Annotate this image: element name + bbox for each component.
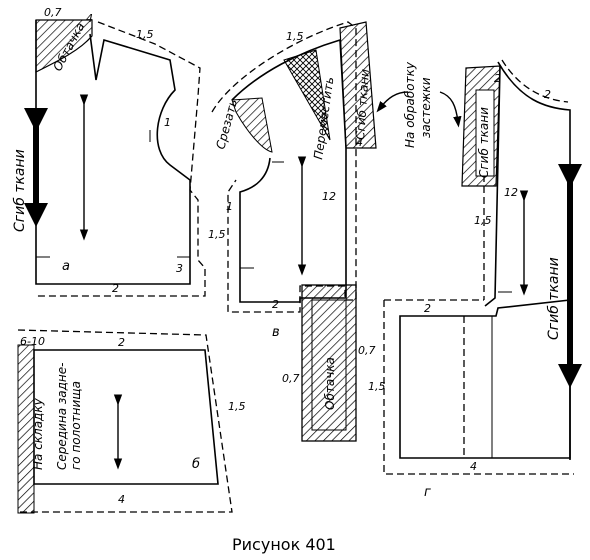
piece-g-allowance-5: 1,5 [368,380,386,393]
annotation-arrow-left [376,91,409,113]
piece-g-allowance-2: 1,5 [474,214,492,227]
piece-a-letter: а [62,259,70,274]
placket-annotation: На обработку застежки [376,61,462,148]
piece-g-skirt-outline [399,299,571,459]
piece-g-letter: г [424,485,431,500]
piece-b-fold-label: На складку [31,397,45,470]
piece-g-bodice-allowance [501,59,569,103]
piece-b-fold-strip [17,344,35,514]
piece-g-allowance-0: 2 [494,72,501,85]
piece-g-allowance-1: 2 [544,88,551,101]
piece-b: На складку Середина задне- го полотнища … [17,329,246,514]
piece-g-skirt-allowance [383,299,574,475]
piece-b-allowance-2: 1,5 [228,400,246,413]
annotation-arrow-right [439,91,462,128]
piece-g-allowance-3: 12 [504,186,518,199]
piece-v: Срезать Переместить Сгиб ткани Обтачка 1… [211,21,377,442]
piece-v-facing [301,284,357,442]
piece-a-allowance-2: 1,5 [136,28,154,41]
piece-g-bodice-outline [484,61,571,460]
piece-a-allowance-0: 0,7 [44,6,62,19]
figure-caption: Рисунок 401 [232,535,336,554]
piece-b-letter: б [192,457,200,472]
piece-v-cut-wedge [231,97,273,153]
piece-v-allowance-line [211,21,357,313]
piece-v-allowance-0: 1,5 [286,30,304,43]
piece-b-center-label-2: го полотнища [69,381,83,470]
piece-v-allowance-3: 12 [322,190,336,203]
piece-v-allowance-4: 2 [272,298,279,311]
piece-g-fold-label-top: Сгиб ткани [477,107,491,178]
piece-a-allowance-4: 1,5 [208,228,226,241]
piece-v-fold-column [339,21,377,149]
piece-b-allowance-line [17,329,233,513]
piece-g-allowance-6: 4 [470,460,477,473]
piece-g-fold-inner [475,89,495,177]
piece-v-letter: в [272,325,280,340]
piece-a-outline [35,20,191,285]
piece-a-allowance-3: 1 [164,116,171,129]
piece-a-allowance-5: 3 [176,262,183,275]
piece-a-allowance-line [36,21,206,297]
piece-a-allowance-6: 2 [112,282,119,295]
piece-v-allowance-6: 0,7 [282,372,300,385]
piece-v-allowance-1: 1 [226,200,233,213]
piece-g-allowance-4: 2 [424,302,431,315]
piece-v-move-wedge [283,49,331,141]
piece-a-fold-label: Сгиб ткани [12,149,28,232]
piece-g: Сгиб ткани Сгиб ткани 2 2 1,5 12 2 1,5 4… [368,59,582,500]
piece-a: Сгиб ткани Обтачка 0,7 4 1,5 1 1,5 3 2 а [12,6,226,297]
piece-v-cut-label: Срезать [213,98,240,151]
annotation-line-1: На обработку [403,61,417,148]
piece-v-facing-label: Обтачка [323,357,337,410]
piece-v-facing-inner [311,299,347,431]
piece-b-allowance-1: 2 [118,336,125,349]
piece-a-facing [35,19,93,73]
piece-b-allowance-3: 4 [118,493,125,506]
piece-v-allowance-5: 0,7 [358,344,376,357]
piece-v-allowance-2: 4 [356,136,363,149]
piece-g-fold-label-side: Сгиб ткани [546,257,562,340]
annotation-line-2: застежки [419,77,433,138]
piece-b-allowance-0: 6-10 [20,335,45,348]
piece-b-center-label-1: Середина задне- [55,363,69,470]
piece-a-allowance-1: 4 [86,12,93,25]
piece-v-fold-label: Сгиб ткани [353,68,372,140]
